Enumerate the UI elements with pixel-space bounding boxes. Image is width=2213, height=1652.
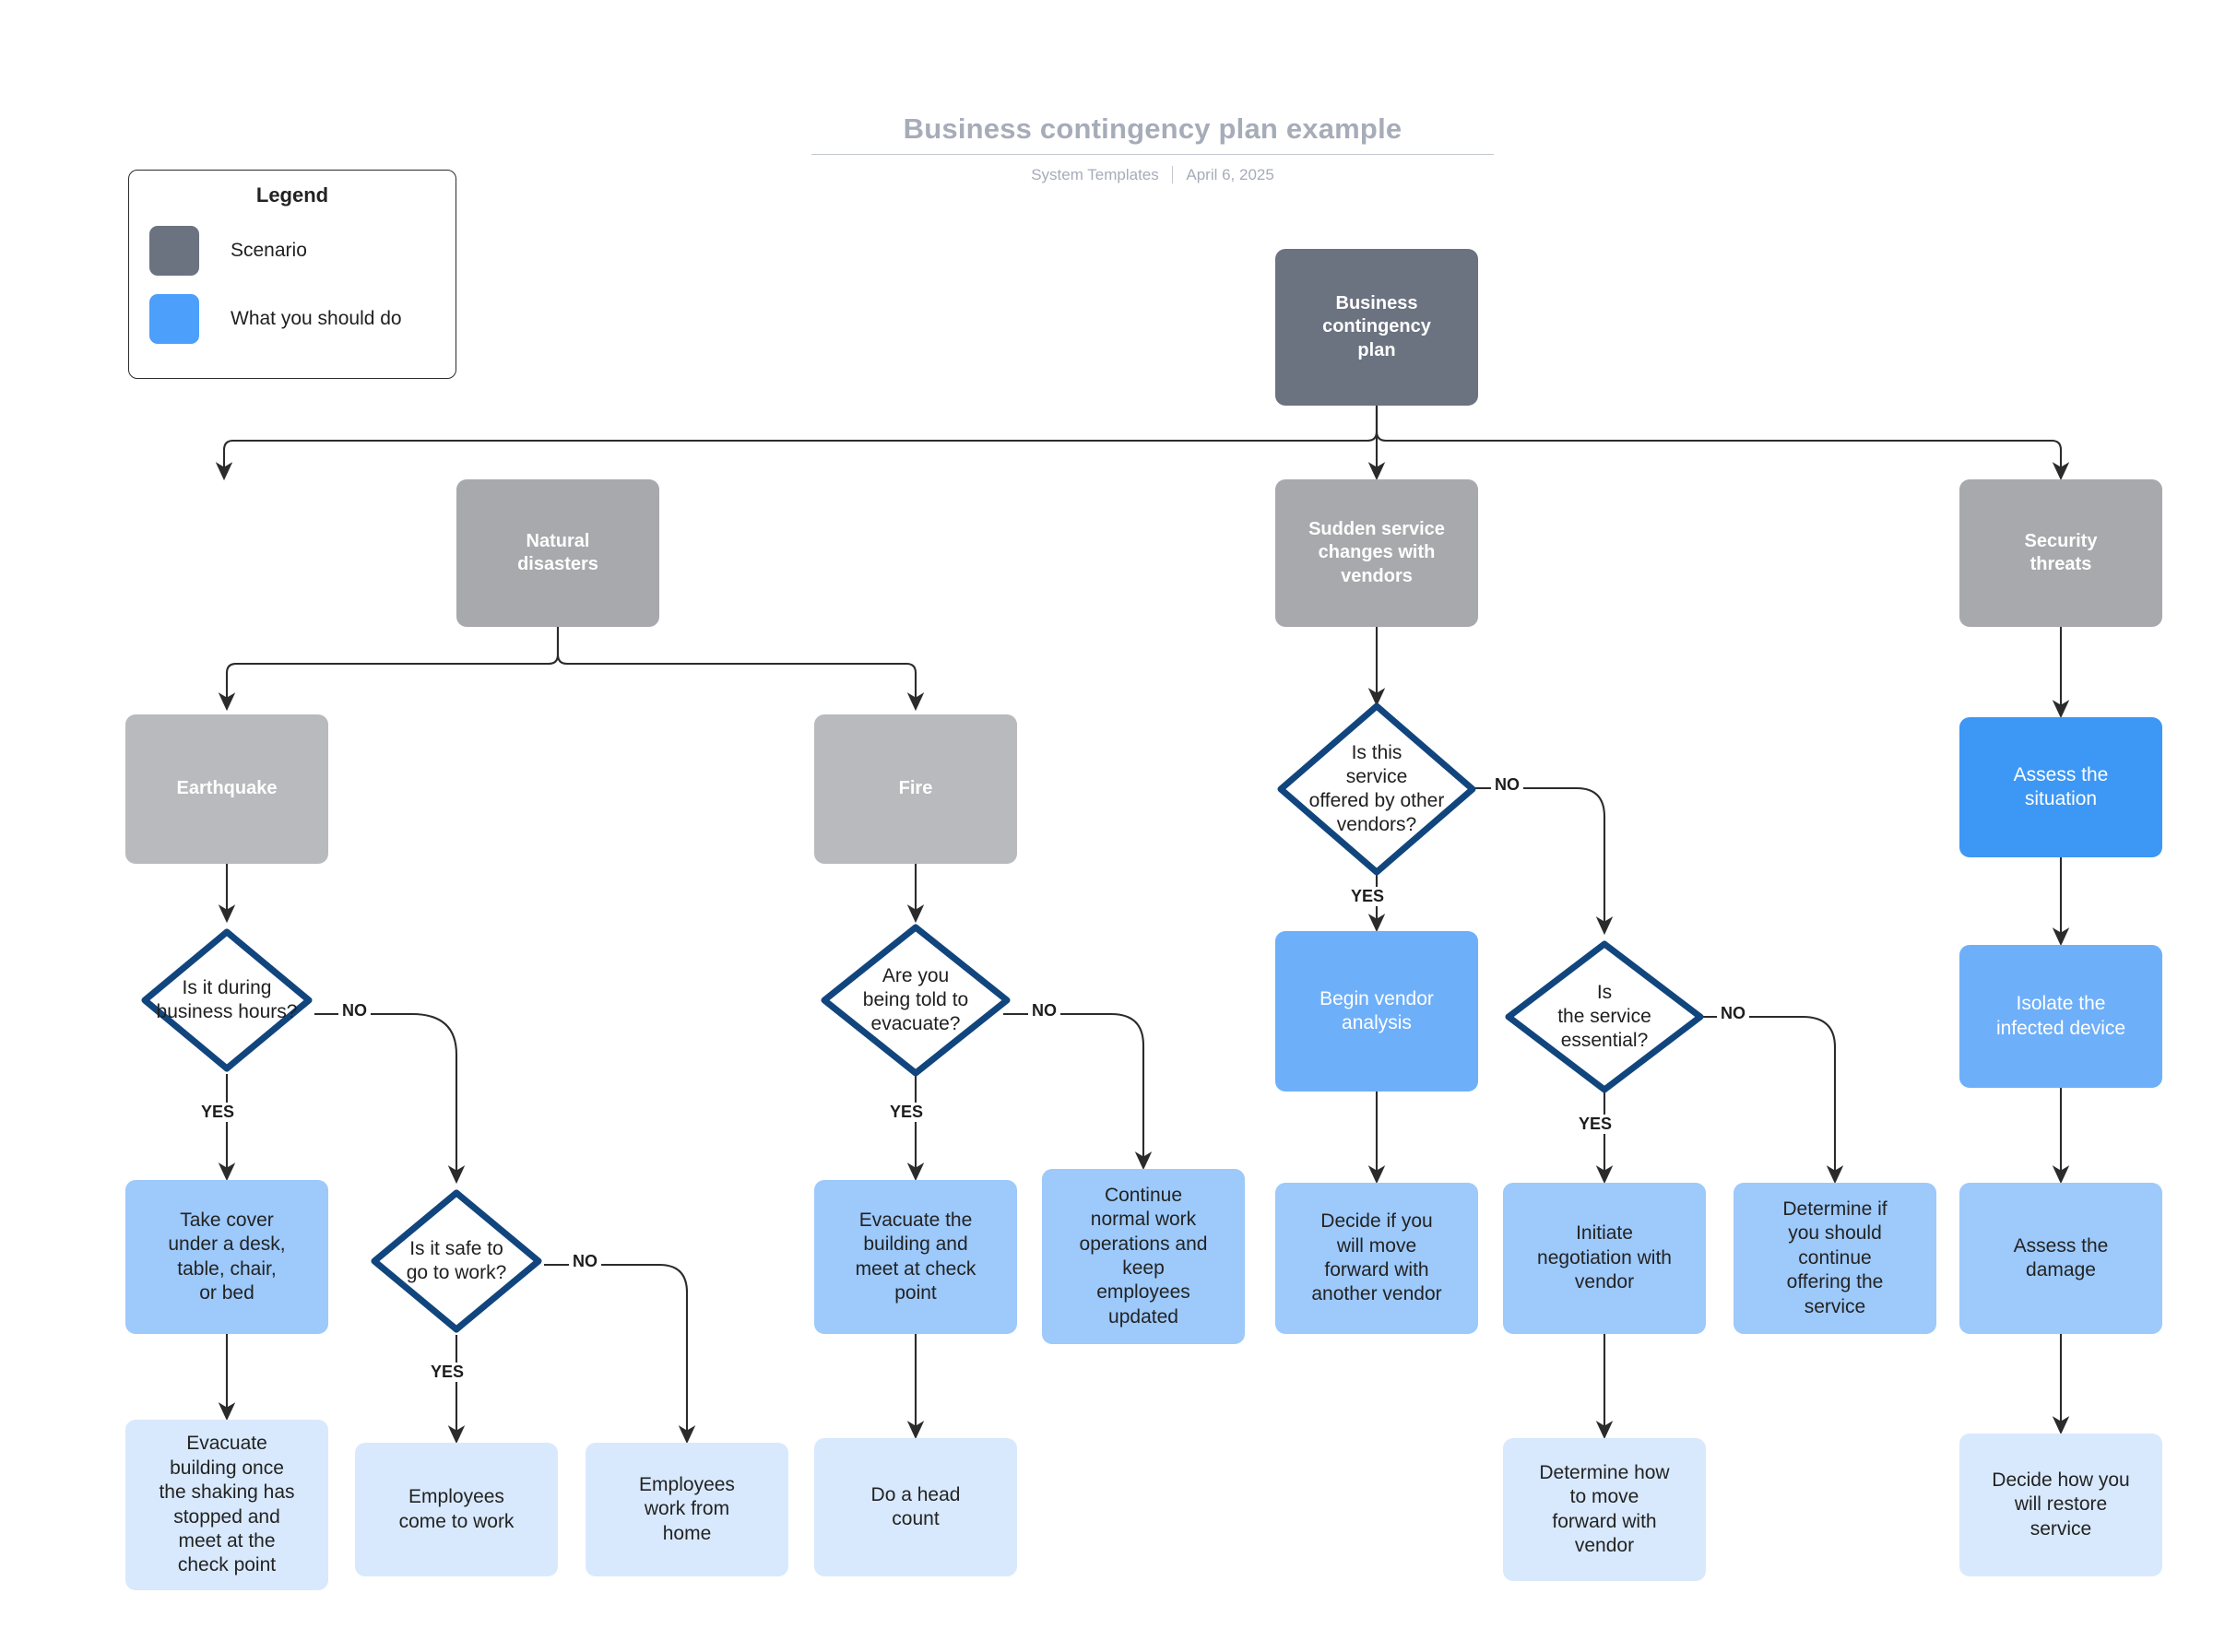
- legend-label-scenario: Scenario: [231, 240, 307, 261]
- legend-swatch-scenario: [149, 226, 199, 276]
- decision-label: Is the service essential?: [1557, 981, 1651, 1052]
- edge-root-to-security: [1375, 406, 2070, 481]
- legend-label-action: What you should do: [231, 308, 402, 329]
- decision-are-you-being-told-to-evacuate[interactable]: Are you being told to evacuate?: [819, 922, 1012, 1079]
- diamond-shape: [1505, 940, 1704, 1093]
- meta-date: April 6, 2025: [1186, 165, 1274, 183]
- diamond-shape: [371, 1189, 542, 1333]
- edge-q5-no: [1692, 1015, 1844, 1185]
- node-do-a-head-count[interactable]: Do a head count: [814, 1438, 1017, 1576]
- page-title: Business contingency plan example: [811, 112, 1494, 155]
- legend-item-action: What you should do: [149, 285, 435, 353]
- node-decide-how-you-will-restore-service[interactable]: Decide how you will restore service: [1959, 1434, 2162, 1576]
- edge-label-q5-no: NO: [1717, 1004, 1749, 1023]
- node-take-cover[interactable]: Take cover under a desk, table, chair, o…: [125, 1180, 328, 1334]
- node-determine-how-to-move-forward-with-vendor[interactable]: Determine how to move forward with vendo…: [1503, 1438, 1706, 1581]
- node-determine-if-you-should-continue-offering-the-service[interactable]: Determine if you should continue offerin…: [1734, 1183, 1936, 1334]
- node-initiate-negotiation-with-vendor[interactable]: Initiate negotiation with vendor: [1503, 1183, 1706, 1334]
- edge-label-q1-no: NO: [338, 1001, 371, 1021]
- node-assess-the-situation[interactable]: Assess the situation: [1959, 717, 2162, 857]
- decision-is-it-safe-to-go-to-work[interactable]: Is it safe to go to work?: [369, 1187, 544, 1335]
- node-fire[interactable]: Fire: [814, 714, 1017, 864]
- edge-root-to-natural: [215, 406, 1379, 481]
- node-sudden-service-changes-with-vendors[interactable]: Sudden service changes with vendors: [1275, 479, 1478, 627]
- node-business-contingency-plan[interactable]: Business contingency plan: [1275, 249, 1478, 406]
- edge-label-q2-yes: YES: [427, 1363, 468, 1382]
- node-employees-come-to-work[interactable]: Employees come to work: [355, 1443, 558, 1576]
- edge-q3-no: [1003, 1012, 1153, 1171]
- node-security-threats[interactable]: Security threats: [1959, 479, 2162, 627]
- decision-label: Is it during business hours?: [156, 976, 298, 1022]
- meta-separator: [1171, 166, 1174, 184]
- node-continue-normal-work-operations[interactable]: Continue normal work operations and keep…: [1042, 1169, 1245, 1344]
- node-assess-the-damage[interactable]: Assess the damage: [1959, 1183, 2162, 1334]
- edge-label-q3-yes: YES: [886, 1103, 928, 1122]
- node-evacuate-building-once-shaking-stopped[interactable]: Evacuate building once the shaking has s…: [125, 1420, 328, 1590]
- edge-q1-no: [314, 1012, 466, 1185]
- edge-label-q4-no: NO: [1491, 775, 1523, 795]
- edge-q2-no: [544, 1263, 696, 1445]
- legend-title: Legend: [255, 183, 329, 206]
- decision-is-this-service-offered-by-other-vendors[interactable]: Is this service offered by other vendors…: [1275, 701, 1478, 878]
- legend-panel: Legend Scenario What you should do: [128, 170, 456, 379]
- edge-natural-to-fire: [556, 627, 925, 712]
- decision-label: Are you being told to evacuate?: [862, 964, 969, 1035]
- diamond-shape: [141, 928, 313, 1072]
- node-employees-work-from-home[interactable]: Employees work from home: [586, 1443, 788, 1576]
- node-earthquake[interactable]: Earthquake: [125, 714, 328, 864]
- node-decide-if-you-will-move-forward-with-another-vendor[interactable]: Decide if you will move forward with ano…: [1275, 1183, 1478, 1334]
- decision-label: Is this service offered by other vendors…: [1308, 741, 1445, 836]
- edge-label-q4-yes: YES: [1347, 887, 1389, 906]
- decision-label: Is it safe to go to work?: [406, 1237, 507, 1283]
- edge-label-q1-yes: YES: [197, 1103, 239, 1122]
- edge-label-q3-no: NO: [1028, 1001, 1060, 1021]
- document-meta: System Templates April 6, 2025: [811, 166, 1494, 184]
- node-isolate-the-infected-device[interactable]: Isolate the infected device: [1959, 945, 2162, 1088]
- node-evacuate-the-building-and-meet-at-check-point[interactable]: Evacuate the building and meet at check …: [814, 1180, 1017, 1334]
- node-begin-vendor-analysis[interactable]: Begin vendor analysis: [1275, 931, 1478, 1092]
- diamond-shape: [821, 924, 1011, 1077]
- node-natural-disasters[interactable]: Natural disasters: [456, 479, 659, 627]
- edge-label-q2-no: NO: [569, 1252, 601, 1271]
- edge-q4-no: [1466, 786, 1614, 936]
- decision-is-it-during-business-hours[interactable]: Is it during business hours?: [139, 926, 314, 1074]
- edge-label-q5-yes: YES: [1575, 1115, 1616, 1134]
- diamond-shape: [1277, 702, 1476, 876]
- meta-author: System Templates: [1031, 165, 1159, 183]
- decision-is-the-service-essential[interactable]: Is the service essential?: [1503, 938, 1706, 1095]
- document-header: Business contingency plan example System…: [811, 112, 1494, 184]
- legend-swatch-action: [149, 294, 199, 344]
- legend-item-scenario: Scenario: [149, 217, 435, 285]
- edge-natural-to-earthquake: [218, 627, 560, 712]
